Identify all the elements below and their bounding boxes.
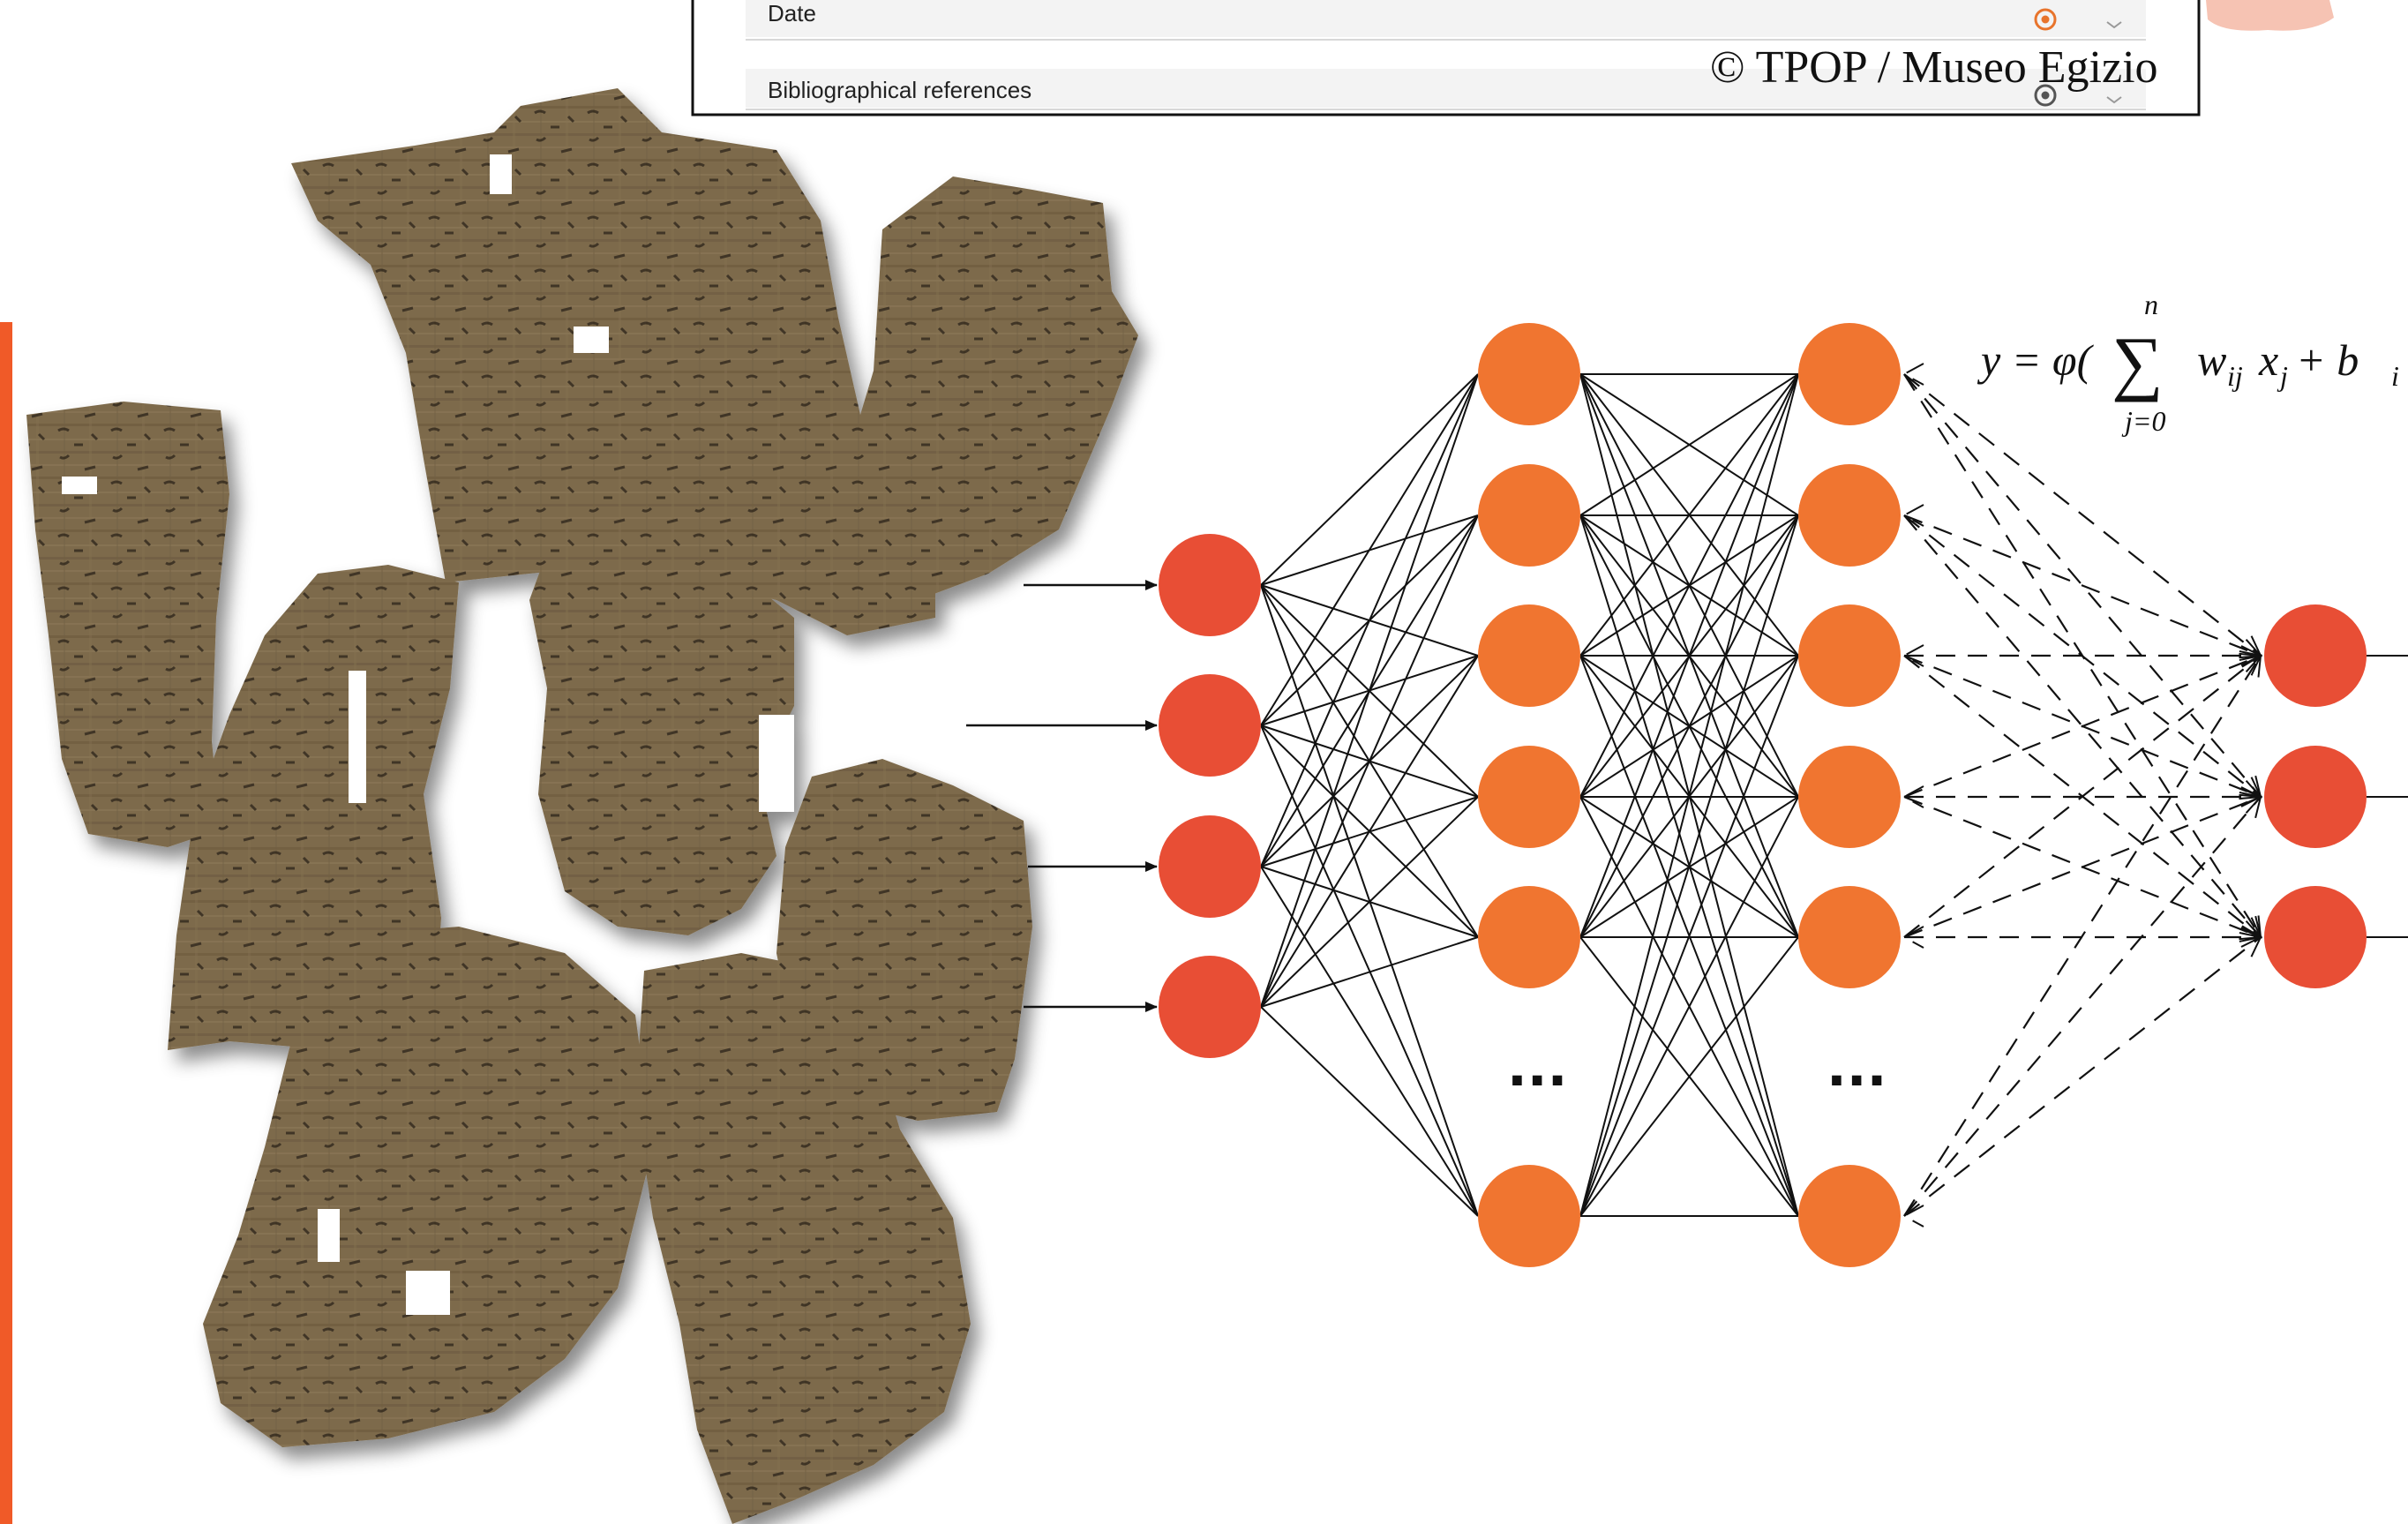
formula-bias-subscript: i	[2391, 360, 2399, 392]
hidden-node	[1478, 464, 1580, 567]
hidden-node	[1798, 886, 1901, 988]
formula-lhs: y = φ(	[1977, 335, 2095, 385]
hidden-node	[1798, 746, 1901, 848]
output-node	[2264, 746, 2367, 848]
connection-edge	[1261, 656, 1478, 1007]
connection-edge	[1261, 374, 1478, 585]
formula-input: x	[2258, 335, 2278, 385]
hidden-node	[1798, 323, 1901, 425]
bibliography-field-label: Bibliographical references	[768, 77, 1031, 103]
dashed-connection-edge	[1904, 656, 2261, 1216]
connection-edge	[1261, 797, 1478, 1007]
formula-bias: + b	[2296, 335, 2359, 385]
hidden-2-ellipsis: ...	[1827, 1037, 1887, 1099]
hidden-node	[1478, 746, 1580, 848]
connection-edge	[1261, 515, 1478, 1007]
record-panel: Date Bibliographical references © TPOP /…	[693, 0, 2199, 115]
decorative-blob	[2206, 0, 2334, 31]
connection-edge	[1261, 374, 1478, 1007]
copyright-text: © TPOP / Museo Egizio	[1710, 42, 2158, 93]
accent-bar	[0, 322, 12, 1524]
formula-lower-limit: j=0	[2121, 405, 2165, 437]
connection-edge	[1261, 374, 1478, 867]
input-node	[1159, 815, 1261, 918]
hidden-node	[1478, 604, 1580, 707]
output-node	[2264, 604, 2367, 707]
dashed-connection-edge	[1904, 937, 2261, 1216]
connection-edge	[1261, 867, 1478, 1216]
hidden-node	[1478, 886, 1580, 988]
papyrus-fragments	[26, 88, 1138, 1524]
dashed-connection-edge	[1904, 797, 2261, 1216]
papyrus-fragment	[847, 176, 1138, 600]
neuron-formula: y = φ( ∑ n j=0 w ij x j + b i	[1977, 289, 2399, 437]
connection-edge	[1261, 585, 1478, 1216]
hidden-node	[1798, 464, 1901, 567]
input-node	[1159, 674, 1261, 777]
hidden-node	[1478, 323, 1580, 425]
papyrus-fragment	[26, 402, 229, 847]
connection-edge	[1261, 937, 1478, 1007]
formula-upper-limit: n	[2144, 289, 2158, 320]
hidden-node	[1478, 1165, 1580, 1267]
connection-edge	[1261, 725, 1478, 1216]
dashed-connection-edge	[1904, 515, 2261, 656]
input-node	[1159, 534, 1261, 636]
output-connections	[1904, 364, 2261, 1227]
hidden-node	[1798, 604, 1901, 707]
formula-weight: w	[2197, 335, 2226, 385]
dashed-connection-edge	[1904, 374, 2261, 656]
hidden-1-ellipsis: ...	[1507, 1037, 1567, 1099]
connection-edge	[1261, 374, 1478, 725]
formula-weight-subscript: ij	[2227, 360, 2243, 392]
formula-sum-symbol: ∑	[2112, 322, 2163, 402]
hidden-node	[1798, 1165, 1901, 1267]
input-node	[1159, 956, 1261, 1058]
connection-edge	[1261, 1007, 1478, 1216]
date-field-label: Date	[768, 0, 816, 26]
output-node	[2264, 886, 2367, 988]
